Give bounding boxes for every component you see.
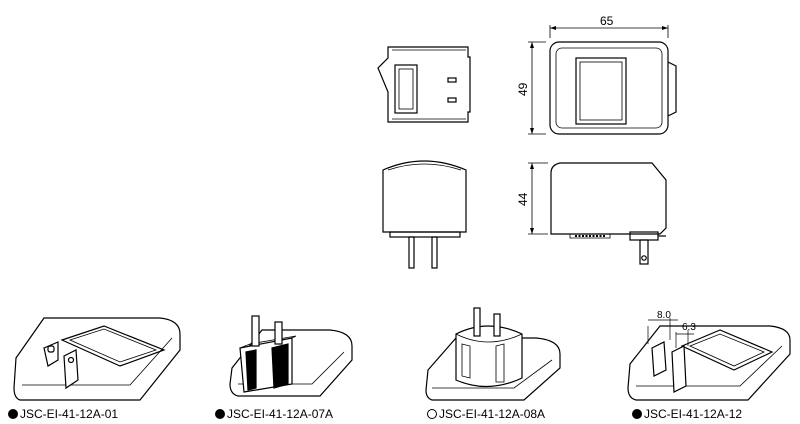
model-label: JSC-EI-41-12A-07A bbox=[227, 407, 334, 421]
dim-depth-label: 44 bbox=[516, 192, 530, 206]
model-label: JSC-EI-41-12A-01 bbox=[20, 407, 119, 421]
front-view bbox=[528, 25, 677, 135]
dim-width-label: 65 bbox=[600, 14, 614, 28]
model-label: JSC-EI-41-12A-12 bbox=[644, 407, 743, 421]
model-label: JSC-EI-41-12A-08A bbox=[439, 407, 546, 421]
dim-pin-spacing-label: 8.0 bbox=[657, 310, 671, 321]
model-01-illustration bbox=[13, 317, 181, 401]
bullet-icon bbox=[215, 409, 225, 419]
bullet-icon bbox=[632, 409, 642, 419]
model-caption-08a: JSC-EI-41-12A-08A bbox=[427, 407, 545, 421]
model-caption-07a: JSC-EI-41-12A-07A bbox=[215, 407, 333, 421]
model-caption-01: JSC-EI-41-12A-01 bbox=[8, 407, 118, 421]
model-12-illustration bbox=[627, 318, 791, 401]
bullet-icon bbox=[427, 409, 437, 419]
pin-view bbox=[382, 160, 467, 269]
model-08a-illustration bbox=[425, 307, 561, 401]
dim-pin-width-label: 6.3 bbox=[682, 322, 696, 333]
dim-height-label: 49 bbox=[516, 82, 530, 96]
profile-view bbox=[528, 162, 667, 265]
model-07a-illustration bbox=[229, 315, 353, 397]
side-view bbox=[377, 46, 471, 123]
model-caption-12: JSC-EI-41-12A-12 bbox=[632, 407, 742, 421]
bullet-icon bbox=[8, 409, 18, 419]
